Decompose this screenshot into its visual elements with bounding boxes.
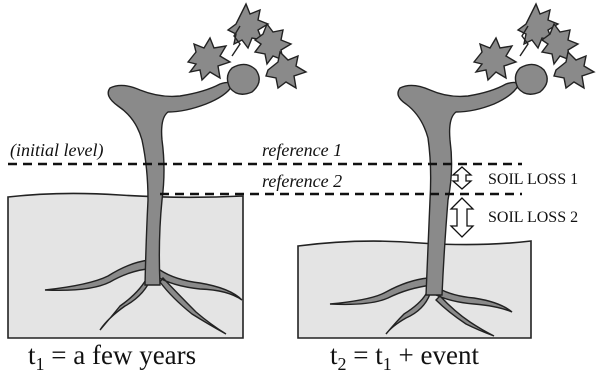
soil-loss-2-label: SOIL LOSS 2 xyxy=(488,209,578,226)
leaf-right-5 xyxy=(514,63,548,95)
trunk-left xyxy=(107,81,233,286)
stem-left xyxy=(231,25,241,57)
plant-left xyxy=(44,2,308,335)
plant-right xyxy=(329,2,596,337)
soil-block-right xyxy=(297,240,532,339)
leaf-left-1 xyxy=(186,36,232,82)
caption-t2: t2 = t1 + event xyxy=(330,340,479,374)
roots-left xyxy=(44,259,243,335)
leaf-left-5 xyxy=(226,63,260,95)
caption-t1: t1 = a few years xyxy=(28,340,197,374)
stem-right xyxy=(519,25,529,57)
leaf-right-3 xyxy=(540,22,580,66)
soil-loss-2-arrow xyxy=(449,197,475,238)
roots-right xyxy=(329,277,513,337)
leaf-left-3 xyxy=(253,22,293,66)
trunk-right xyxy=(397,81,519,296)
reference-1-label: reference 1 xyxy=(262,140,342,160)
soil-block-left xyxy=(7,192,244,339)
leaf-left-4 xyxy=(265,50,308,90)
leaf-right-4 xyxy=(553,50,596,90)
reference-2-label: reference 2 xyxy=(262,171,342,191)
soil-loss-1-label: SOIL LOSS 1 xyxy=(488,171,578,188)
soil-loss-1-arrow xyxy=(451,166,473,190)
leaf-right-1 xyxy=(472,36,518,82)
initial-level-label: (initial level) xyxy=(10,140,103,161)
